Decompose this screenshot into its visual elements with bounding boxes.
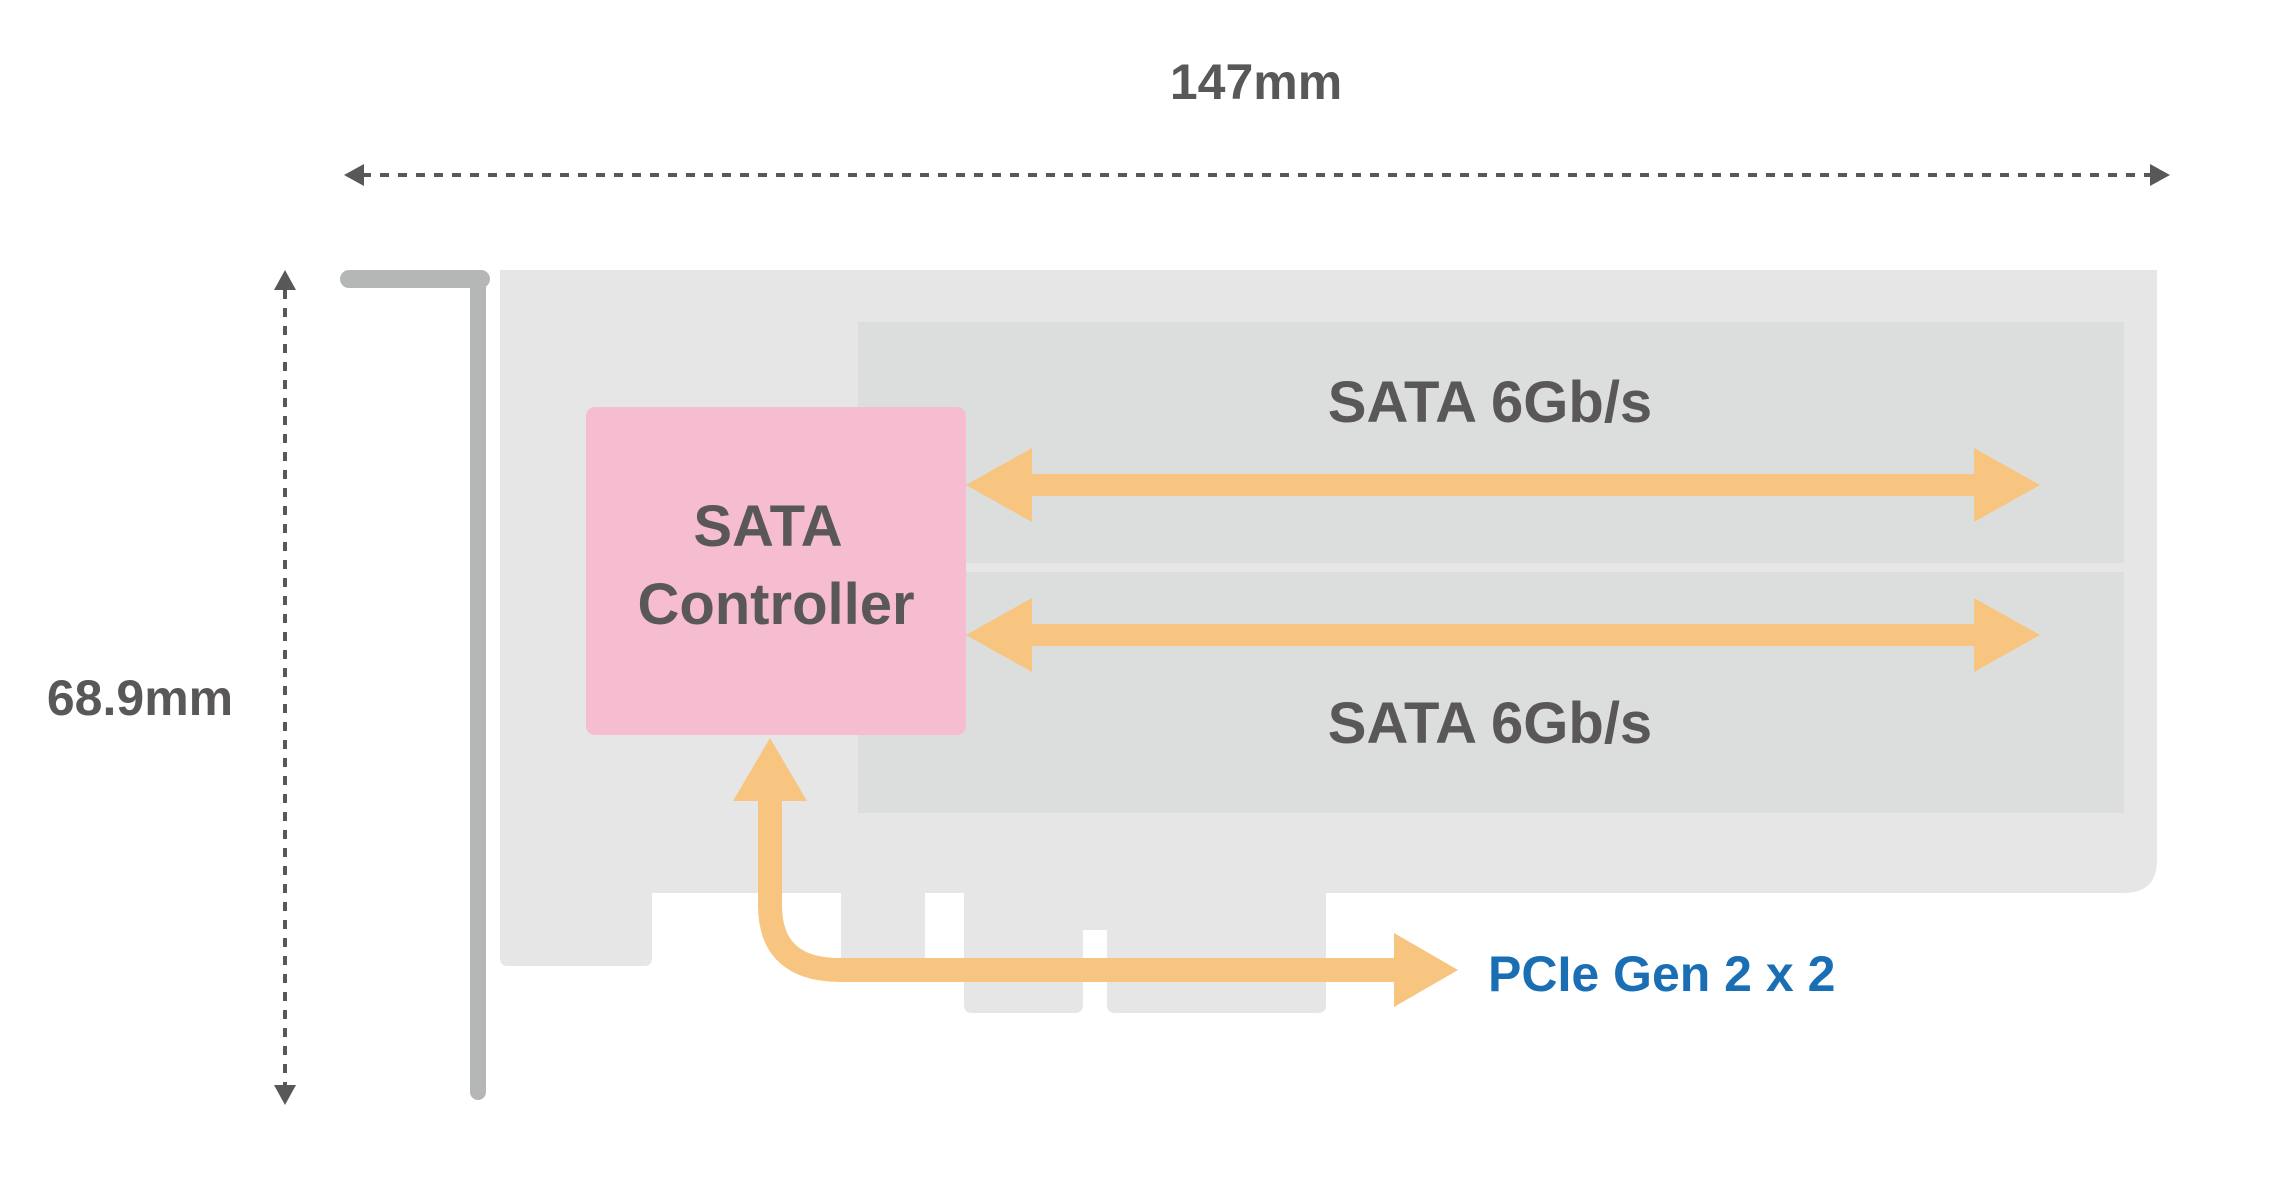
pcie-link: PCIe Gen 2 x 2	[733, 738, 1835, 1007]
width-arrow-left-icon	[344, 164, 364, 186]
sata-link-bottom-arrow-left-icon	[966, 598, 1032, 672]
controller-label-line1: SATA	[693, 494, 842, 559]
sata-link-top-arrow-right-icon	[1974, 448, 2040, 522]
sata-link-bottom: SATA 6Gb/s	[966, 598, 2040, 756]
sata-link-bottom-arrow-right-icon	[1974, 598, 2040, 672]
sata-port-area-bottom	[858, 572, 2124, 813]
controller-label-line2: Controller	[637, 572, 914, 637]
bracket-top-flange	[340, 270, 490, 288]
controller-chip	[586, 407, 966, 735]
pcie-link-path	[758, 795, 1400, 982]
sata-port-area-top	[858, 322, 2124, 563]
sata-link-top-shaft	[1030, 474, 1980, 496]
sata-link-top-arrow-left-icon	[966, 448, 1032, 522]
height-dimension: 68.9mm	[47, 270, 296, 1105]
mounting-bracket	[340, 270, 490, 1100]
width-arrow-right-icon	[2150, 164, 2170, 186]
height-label: 68.9mm	[47, 670, 233, 726]
width-dimension: 147mm	[344, 54, 2170, 186]
width-label: 147mm	[1170, 54, 1342, 110]
pcie-interface-label: PCIe Gen 2 x 2	[1488, 946, 1835, 1002]
pcie-link-arrow-right-icon	[1394, 933, 1458, 1007]
height-arrow-bottom-icon	[274, 1085, 296, 1105]
sata-port-bottom-label: SATA 6Gb/s	[1328, 691, 1652, 756]
sata-port-top-label: SATA 6Gb/s	[1328, 370, 1652, 435]
pcie-link-arrow-up-icon	[733, 738, 807, 801]
bracket-vertical	[470, 270, 486, 1100]
sata-controller: SATA Controller	[586, 407, 966, 735]
sata-link-bottom-shaft	[1030, 624, 1980, 646]
height-arrow-top-icon	[274, 270, 296, 290]
sata-link-top: SATA 6Gb/s	[966, 370, 2040, 522]
